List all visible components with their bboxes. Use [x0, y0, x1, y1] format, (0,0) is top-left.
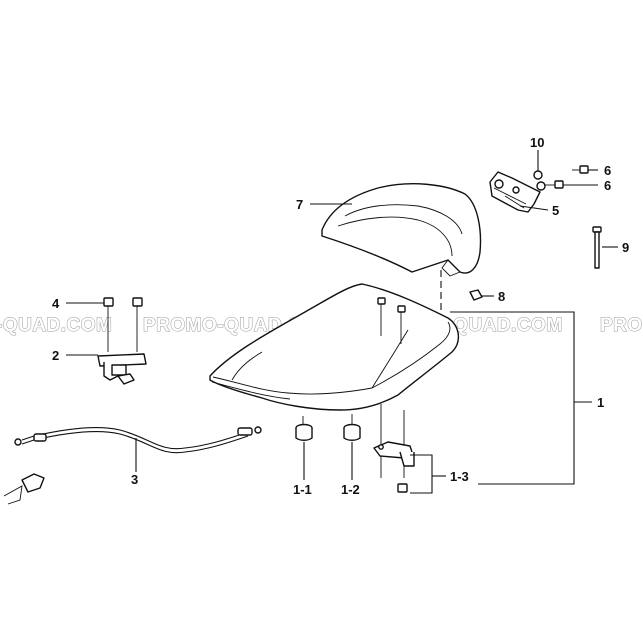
- clip-nut-part-8: [469, 289, 483, 301]
- callout-7: 7: [296, 197, 303, 212]
- seat-lock-latch-part-2: [97, 353, 147, 385]
- callout-1-1: 1-1: [293, 482, 312, 497]
- callout-labels: 7 5 10 6 6 9 8 4 2 3 1-1 1-2 1-3 1: [52, 135, 629, 497]
- rubber-grommet-part-1-2: [343, 423, 361, 441]
- callout-3: 3: [131, 472, 138, 487]
- long-bolt-part-9: [592, 226, 602, 269]
- stud-right: [397, 305, 406, 344]
- callout-9: 9: [622, 240, 629, 255]
- watermark-band: -QUAD.COM PROMO-QUAD.COM PROMO-QUAD.COM …: [0, 315, 643, 337]
- callout-2: 2: [52, 348, 59, 363]
- stud-left: [377, 297, 386, 336]
- callout-5: 5: [552, 203, 559, 218]
- callout-1: 1: [597, 395, 604, 410]
- callout-10: 10: [530, 135, 544, 150]
- watermark-text-left: -QUAD.COM: [0, 315, 112, 336]
- bolt-part-6-lower: [536, 180, 564, 191]
- callout-6-upper: 6: [604, 163, 611, 178]
- rubber-grommet-part-1-1: [295, 423, 313, 441]
- leader-lines: [66, 150, 618, 494]
- nut-part-4-second: [132, 297, 143, 352]
- callout-6-lower: 6: [604, 178, 611, 193]
- watermark-text-edge: PRO: [600, 315, 643, 336]
- callout-1-3: 1-3: [450, 469, 469, 484]
- pillion-seat-part-7: [321, 183, 482, 277]
- callout-4: 4: [52, 296, 60, 311]
- callout-8: 8: [498, 289, 505, 304]
- bolt-part-6-upper: [572, 165, 589, 174]
- seat-latch-bracket-part-1-3: [373, 441, 415, 493]
- callout-1-2: 1-2: [341, 482, 360, 497]
- partial-bracket-bottom-left: [3, 473, 45, 505]
- main-seat-part-1: [209, 283, 459, 411]
- washer-part-10: [533, 170, 543, 180]
- nut-part-4: [103, 297, 114, 352]
- rear-bracket-part-5: [489, 171, 541, 213]
- seat-release-cable-part-3: [14, 426, 262, 454]
